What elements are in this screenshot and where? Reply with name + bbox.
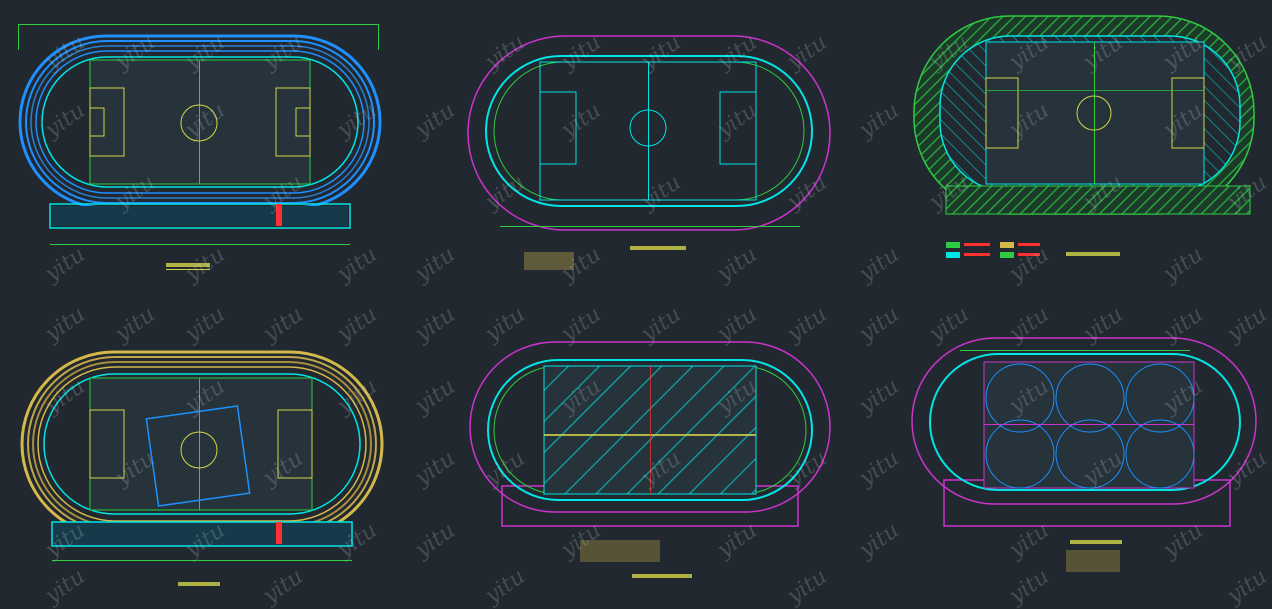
legend-swatch-2 — [1000, 242, 1014, 248]
field-halfway-line — [199, 60, 200, 184]
notes-block — [1066, 550, 1120, 572]
supply-main — [984, 424, 1194, 425]
drawing-track-plan-2 — [20, 350, 384, 586]
legend-swatch-1 — [946, 242, 960, 248]
baseline-dimension — [52, 560, 352, 561]
center-circle — [629, 109, 667, 147]
track-lane — [35, 50, 365, 194]
sprinkler-coverage — [1055, 363, 1125, 433]
bottom-paving — [945, 185, 1251, 215]
track-outline — [487, 359, 813, 501]
football-field — [89, 377, 313, 511]
drawing-irrigation-plan — [911, 337, 1257, 572]
outer-boundary — [469, 341, 831, 513]
penalty-area-right — [277, 409, 313, 479]
top-dimension — [960, 350, 1190, 351]
sprinkler-coverage — [1055, 419, 1125, 489]
bottom-straight-block — [49, 203, 351, 229]
center-circle — [180, 431, 218, 469]
drawing-title-bar — [166, 263, 210, 267]
drawing-title-bar — [1070, 540, 1122, 544]
notes-block — [524, 252, 574, 270]
center-circle — [1076, 95, 1112, 131]
legend-text-2 — [1018, 243, 1040, 246]
field-halfway-line — [650, 366, 651, 494]
right-dimension-line — [378, 24, 379, 50]
drawing-title-bar — [1066, 252, 1120, 256]
track-inner-edge — [41, 56, 359, 188]
bottom-straight-fill — [52, 206, 348, 226]
track-lane — [25, 40, 375, 204]
sprinkler-coverage — [985, 363, 1055, 433]
legend-swatch-4 — [1000, 252, 1014, 258]
penalty-area-right — [1171, 77, 1205, 149]
sprinkler-coverage — [985, 419, 1055, 489]
legend-text-1 — [964, 243, 990, 246]
track-outline — [485, 55, 813, 207]
legend-text-3 — [964, 253, 990, 256]
track-inner-edge — [43, 373, 361, 515]
sprinkler-coverage — [1125, 419, 1195, 489]
field-stripe-horizontal — [986, 90, 1204, 91]
drawing-lighting-plan — [467, 35, 831, 270]
drawing-paving-plan — [913, 15, 1255, 258]
lighting-sector — [145, 405, 251, 507]
field-halfway-line — [199, 378, 200, 510]
goal-area-right — [295, 107, 311, 137]
track-lane — [37, 366, 367, 522]
notes-block — [580, 540, 660, 562]
red-marker — [276, 522, 282, 544]
outer-boundary — [467, 35, 831, 231]
title-underline — [166, 269, 210, 270]
baseline-dimension — [50, 244, 350, 245]
drawing-title-bar — [178, 582, 220, 586]
legend-text-4 — [1018, 253, 1040, 256]
penalty-area-left — [539, 91, 577, 165]
field-halfway-line — [1094, 42, 1095, 184]
track-outline — [929, 353, 1241, 491]
legend-swatch-3 — [946, 252, 960, 258]
top-dimension-line — [18, 24, 378, 25]
outer-boundary — [911, 337, 1257, 505]
red-marker — [276, 204, 282, 226]
drawing-title-bar — [630, 246, 686, 250]
penalty-area-left — [89, 409, 125, 479]
drawing-title-bar — [632, 574, 692, 578]
goal-area-left — [89, 107, 105, 137]
left-dimension-line — [18, 24, 19, 50]
penalty-area-left — [985, 77, 1019, 149]
track-lane — [30, 45, 370, 199]
center-circle — [180, 104, 218, 142]
penalty-area-right — [719, 91, 757, 165]
bottom-dimension — [500, 226, 800, 227]
sprinkler-coverage — [1125, 363, 1195, 433]
drawing-drainage-plan — [469, 341, 831, 578]
field-halfway-line — [648, 62, 649, 200]
bottom-straight-block — [51, 521, 353, 547]
drawing-track-plan-1 — [18, 24, 382, 270]
